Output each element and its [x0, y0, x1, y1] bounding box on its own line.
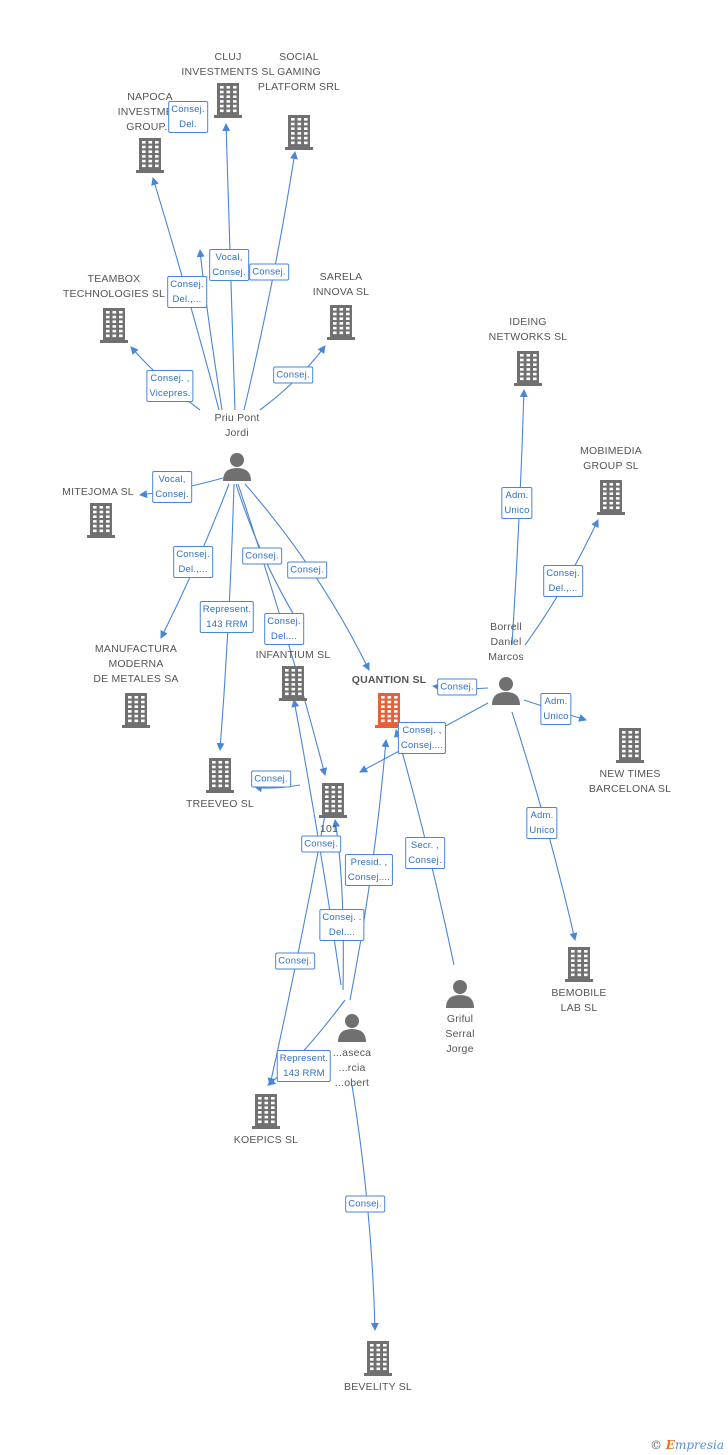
company-icon[interactable] — [99, 307, 129, 343]
brand-e: E — [665, 1438, 675, 1452]
company-icon[interactable] — [121, 692, 151, 728]
node-label-newtimes: NEW TIMES BARCELONA SL — [588, 768, 672, 795]
node-label-bemobile: BEMOBILE LAB SL — [551, 987, 607, 1014]
brand-watermark: © Empresia — [650, 1438, 724, 1452]
company-icon[interactable] — [363, 1340, 393, 1376]
edge-label-priu-cluj[interactable]: Consej. Del.,... — [167, 276, 207, 308]
edge-label-borrell-quantion[interactable]: Consej. — [437, 678, 477, 696]
company-icon[interactable] — [251, 1093, 281, 1129]
person-icon[interactable] — [222, 451, 252, 481]
node-label-manufactura: MANUFACTURA MODERNA DE METALES SA — [93, 643, 179, 685]
edge-label-vilaseca-c101[interactable]: Consej. . Del.... — [319, 909, 365, 941]
edge-label-vilaseca-quantion[interactable]: Presid. , Consej.... — [344, 854, 394, 886]
edge-priu-social — [243, 151, 298, 411]
edge-label-priu-napoca[interactable]: Consej. Del. — [168, 101, 208, 133]
edge-label-vilaseca-koepics[interactable]: Consej. — [275, 952, 315, 970]
node-label-koepics: KOEPICS SL — [233, 1134, 299, 1146]
edge-label-priu-social[interactable]: Consej. — [249, 263, 289, 281]
company-icon[interactable] — [278, 665, 308, 701]
node-label-priu: Priu Pont Jordi — [214, 412, 260, 439]
edge-label-c101-treeveo[interactable]: Consej. — [251, 770, 291, 788]
edge-label-vilaseca-infantium[interactable]: Consej. — [301, 835, 341, 853]
node-label-treeveo: TREEVEO SL — [186, 798, 254, 810]
person-icon[interactable] — [491, 675, 521, 705]
brand-rest: mpresia — [674, 1438, 724, 1452]
company-icon[interactable] — [615, 727, 645, 763]
edge-label-vilaseca-koepics[interactable]: Represent. 143 RRM — [276, 1050, 332, 1082]
edge-label-priu-quantion[interactable]: Consej. — [287, 561, 327, 579]
company-icon[interactable] — [284, 114, 314, 150]
edge-label-borrell-c101[interactable]: Consej. , Consej.... — [397, 722, 447, 754]
node-label-quantion: QUANTION SL — [351, 674, 427, 686]
node-label-infantium: INFANTIUM SL — [255, 649, 331, 661]
edge-label-priu-treeveo[interactable]: Represent. 143 RRM — [199, 601, 255, 633]
node-label-griful: Griful Serral Jorge — [445, 1013, 475, 1055]
node-label-napoca: NAPOCA INVESTME... GROUP... — [117, 91, 183, 133]
edge-label-vilaseca-bevelity[interactable]: Consej. — [345, 1195, 385, 1213]
main-company-icon[interactable] — [374, 692, 404, 728]
node-label-bevelity: BEVELITY SL — [344, 1381, 412, 1393]
edge-label-priu-manufactura[interactable]: Consej. Del.,... — [173, 546, 213, 578]
company-icon[interactable] — [513, 350, 543, 386]
company-icon[interactable] — [86, 502, 116, 538]
edge-label-borrell-mobimedia[interactable]: Consej. Del.,... — [543, 565, 583, 597]
company-icon[interactable] — [135, 137, 165, 173]
company-icon[interactable] — [213, 82, 243, 118]
node-label-sarela: SARELA INNOVA SL — [312, 271, 370, 298]
edge-label-priu-infantium[interactable]: Consej. — [242, 547, 282, 565]
node-label-mitejoma: MITEJOMA SL — [62, 486, 134, 498]
node-label-mobimedia: MOBIMEDIA GROUP SL — [580, 445, 642, 472]
edge-label-borrell-ideing[interactable]: Adm. Unico — [501, 487, 533, 519]
copyright-symbol: © — [649, 1438, 662, 1452]
node-label-cluj: CLUJ INVESTMENTS SL — [181, 51, 275, 78]
edge-priu-cluj — [196, 249, 223, 411]
company-icon[interactable] — [318, 782, 348, 818]
edge-label-priu-sarela[interactable]: Consej. — [273, 366, 313, 384]
person-icon[interactable] — [445, 978, 475, 1008]
edge-label-borrell-newtimes[interactable]: Adm. Unico — [540, 693, 572, 725]
node-label-teambox: TEAMBOX TECHNOLOGIES SL — [62, 273, 166, 300]
node-label-social: SOCIAL GAMING PLATFORM SRL — [257, 51, 341, 93]
edge-label-borrell-bemobile[interactable]: Adm. Unico — [526, 807, 558, 839]
edge-label-priu-c101[interactable]: Consej. Del.... — [264, 613, 304, 645]
company-icon[interactable] — [326, 304, 356, 340]
edge-label-priu-teambox[interactable]: Consej. , Vicepres. — [146, 370, 194, 402]
edge-label-griful-quantion[interactable]: Secr. , Consej. — [405, 837, 445, 869]
node-label-vilaseca: ...aseca ...rcia ...obert — [332, 1047, 372, 1089]
company-icon[interactable] — [596, 479, 626, 515]
company-icon[interactable] — [564, 946, 594, 982]
edge-label-priu-mitejoma[interactable]: Vocal, Consej. — [152, 471, 192, 503]
edge-label-priu-cluj[interactable]: Vocal, Consej. — [209, 249, 249, 281]
edge-vilaseca-c101 — [332, 819, 344, 991]
node-label-borrell: Borrell Daniel Marcos — [488, 621, 524, 663]
node-label-ideing: IDEING NETWORKS SL — [488, 316, 568, 343]
company-icon[interactable] — [205, 757, 235, 793]
person-icon[interactable] — [337, 1012, 367, 1042]
edge-vilaseca-koepics — [267, 814, 326, 1086]
